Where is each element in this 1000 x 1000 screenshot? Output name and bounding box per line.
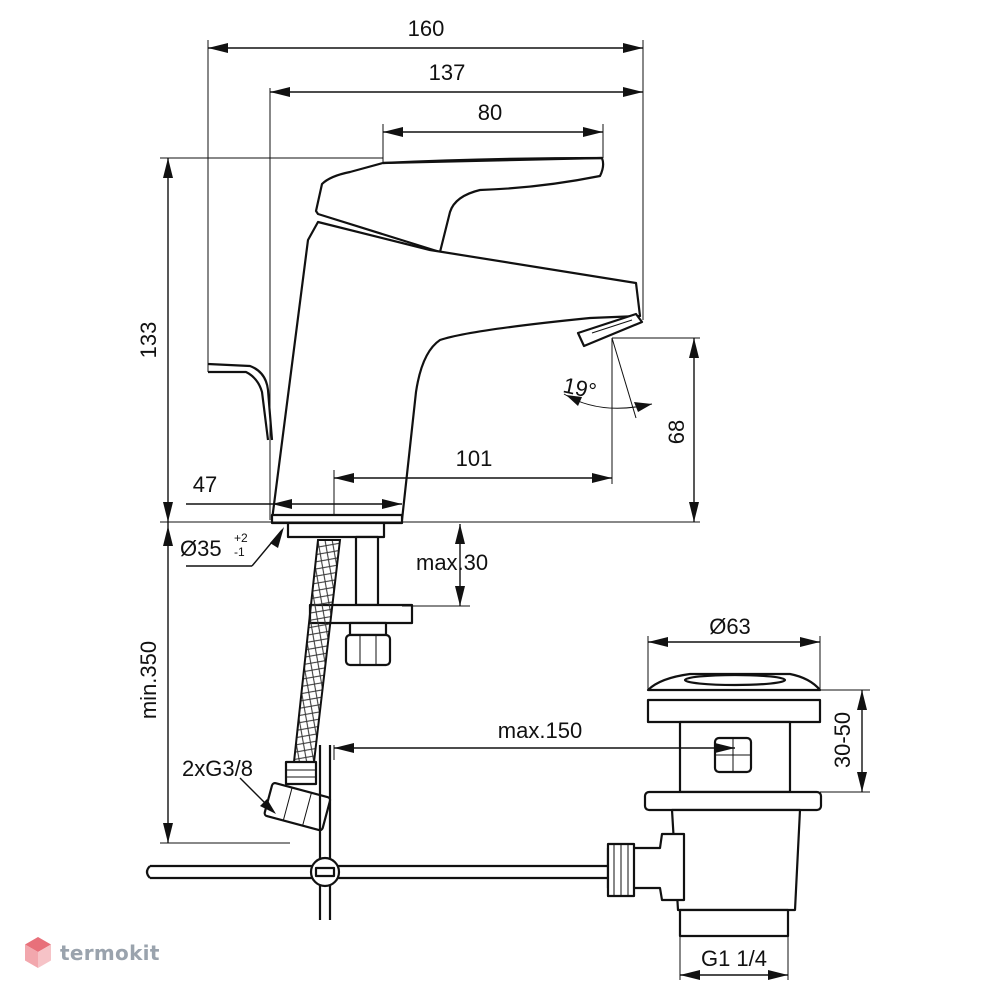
dim-spout-reach: 137 xyxy=(429,60,466,85)
dim-min-hose: min.350 xyxy=(136,641,161,719)
mounting xyxy=(263,521,414,832)
dim-hole-tol-minus: -1 xyxy=(234,545,245,559)
dim-max-thickness: max.30 xyxy=(416,550,488,575)
dim-spray-angle: 19° xyxy=(561,372,599,403)
dim-total-height: 133 xyxy=(136,322,161,359)
dim-base-offset: 47 xyxy=(193,472,217,497)
dim-max-rod: max.150 xyxy=(498,718,582,743)
dim-waste-thread: G1 1/4 xyxy=(701,946,767,971)
dim-waste-diameter: Ø63 xyxy=(709,614,751,639)
faucet xyxy=(270,156,644,525)
dim-total-length: 160 xyxy=(408,16,445,41)
dim-hole-diameter: Ø35 xyxy=(180,536,222,561)
dim-connection: 2xG3/8 xyxy=(182,756,253,781)
dim-spout-projection: 101 xyxy=(456,446,493,471)
dimension-labels: 160 137 80 133 68 101 47 Ø35 +2 -1 19° m… xyxy=(136,16,855,971)
watermark-text: termokit xyxy=(60,941,160,965)
dimension-lines xyxy=(160,40,870,980)
dim-hole-tol-plus: +2 xyxy=(234,531,248,545)
dim-outlet-height: 68 xyxy=(664,420,689,444)
popup-rod xyxy=(207,362,274,441)
dim-lever-length: 80 xyxy=(478,100,502,125)
dim-waste-height: 30-50 xyxy=(830,712,855,768)
watermark: termokit xyxy=(24,936,160,970)
popup-waste xyxy=(606,672,823,938)
termokit-logo-icon xyxy=(25,937,51,968)
linkage xyxy=(145,745,608,920)
